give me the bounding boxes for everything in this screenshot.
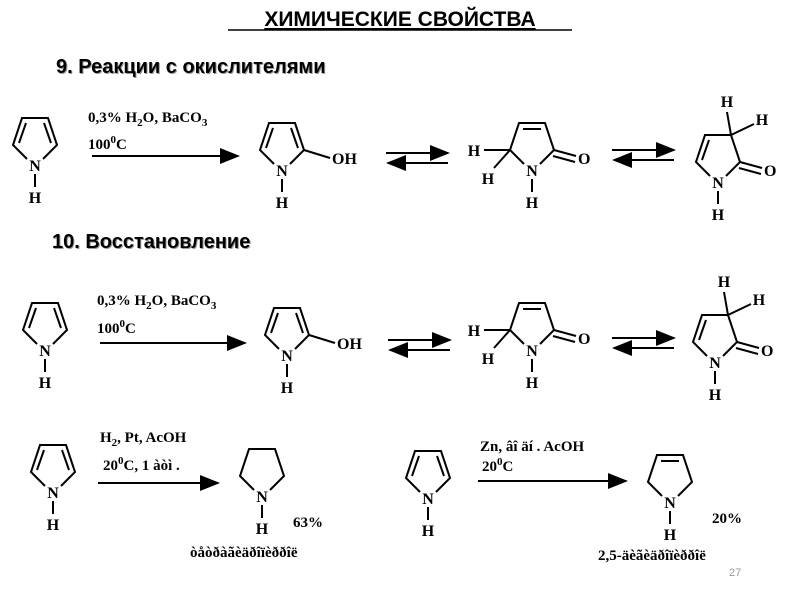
oxidation-temperature: 1000C	[88, 134, 127, 153]
zn-reduction-yield: 20%	[712, 511, 742, 527]
pyrrole-structure	[13, 118, 57, 207]
4-pyrrolin-2-one-structure	[696, 94, 776, 224]
pyrrole-structure	[31, 445, 75, 534]
equilibrium-arrows	[386, 153, 448, 163]
zn-reduction-temperature: 200C	[482, 456, 513, 475]
3-pyrroline-structure	[648, 455, 692, 544]
oxidation-reagents: 0,3% H2O, BaCO3	[88, 110, 208, 129]
page-number: 27	[729, 567, 741, 579]
4-pyrrolin-2-one-structure	[693, 274, 773, 404]
hydrogenation-product-name: òåòðàãèäðîïèððîë	[190, 545, 298, 561]
2-hydroxypyrrole-structure	[265, 308, 362, 397]
hydrogenation-yield: 63%	[293, 515, 323, 531]
2-hydroxypyrrole-structure	[260, 123, 357, 212]
3-pyrrolin-2-one-structure	[468, 123, 591, 212]
equilibrium-arrows	[612, 338, 674, 348]
equilibrium-arrows	[612, 150, 674, 160]
section-heading-reduction: 10. Восстановление	[52, 231, 250, 253]
zn-reduction-reagents: Zn, âî äí . AcOH	[480, 439, 585, 455]
pyrrolidine-structure	[240, 449, 284, 538]
page-title: ХИМИЧЕСКИЕ СВОЙСТВА	[264, 7, 535, 31]
hydrogenation-conditions: 200C, 1 àòì .	[103, 455, 180, 474]
equilibrium-arrows	[388, 340, 450, 350]
hydrogenation-reagents: H2, Pt, AcOH	[100, 430, 187, 449]
section-heading-oxidation: 9. Реакции с окислителями	[56, 56, 325, 78]
oxidation-temperature: 1000C	[97, 318, 136, 337]
pyrrole-structure	[406, 451, 450, 540]
oxidation-reagents: 0,3% H2O, BaCO3	[97, 293, 217, 312]
zn-reduction-product-name: 2,5-äèãèäðîïèððîë	[598, 548, 706, 564]
3-pyrrolin-2-one-structure	[468, 303, 591, 392]
pyrrole-structure	[23, 303, 67, 392]
